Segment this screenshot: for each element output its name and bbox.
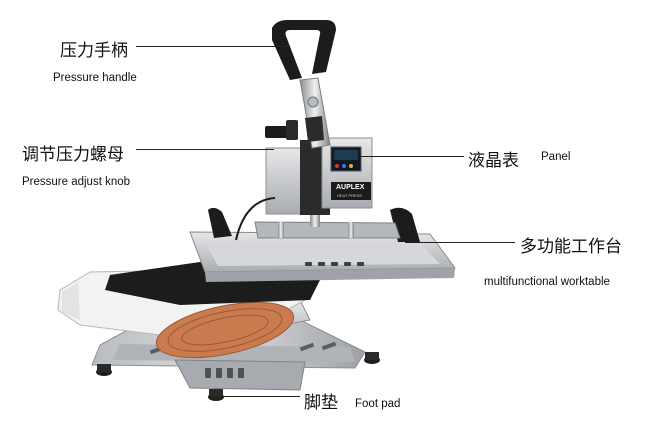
foot-pad-label-zh: 脚垫 (304, 393, 338, 413)
pressure-knob-label-en: Pressure adjust knob (22, 176, 131, 188)
leader-line-panel (358, 156, 464, 157)
foot-pads (96, 352, 380, 401)
pressure-handle-label-en: Pressure handle (53, 72, 137, 84)
pressure-knob-label-zh: 调节压力螺母 (22, 145, 124, 165)
platen-posts (278, 205, 354, 238)
foot-pad-label-en: Foot pad (355, 398, 401, 410)
pressure-adjust-knob (265, 120, 298, 140)
heat-platen (254, 221, 401, 239)
panel-label-zh: 液晶表 (468, 151, 519, 171)
power-cable (235, 197, 276, 241)
worktable-label-en: multifunctional worktable (484, 276, 610, 288)
leader-line-handle (136, 46, 288, 47)
brand-name: AUPLEX (336, 184, 365, 191)
handle-linkage (299, 77, 331, 149)
pressure-handle (272, 20, 336, 80)
worktable (189, 231, 456, 282)
leader-line-foot-pad (222, 396, 300, 397)
leader-line-knob (136, 149, 274, 150)
leader-line-worktable (405, 242, 515, 243)
pressure-handle-label-zh: 压力手柄 (60, 41, 128, 61)
worktable-label-zh: 多功能工作台 (520, 237, 622, 257)
brand-subtitle: HEAT PRESS (337, 193, 362, 198)
panel-label-en: Panel (541, 151, 571, 163)
lcd-panel (330, 146, 362, 172)
press-head (265, 137, 373, 215)
brand-plate (331, 182, 371, 200)
